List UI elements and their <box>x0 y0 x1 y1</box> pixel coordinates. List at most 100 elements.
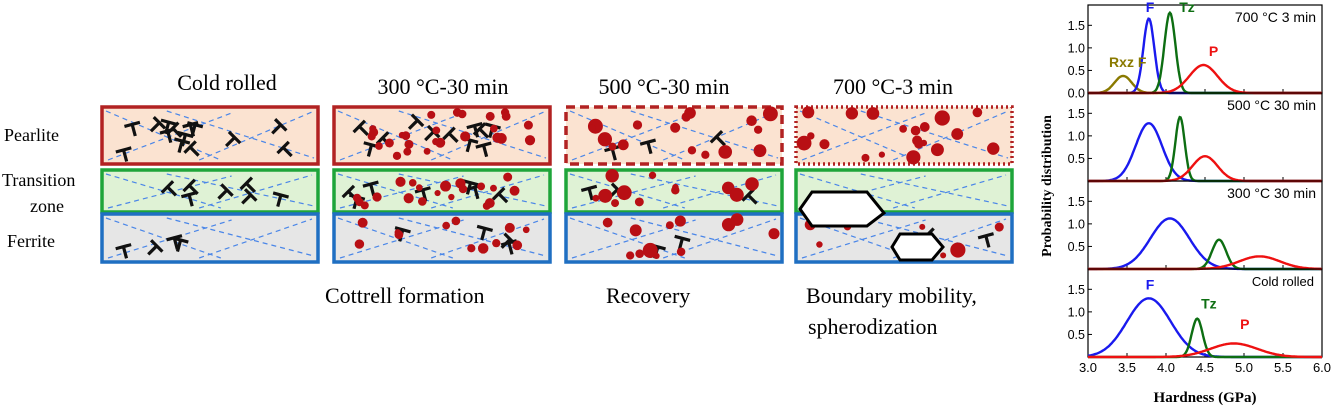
precipitate <box>354 239 365 249</box>
slip-line <box>398 217 547 257</box>
y-tick-label: 1.0 <box>1068 129 1085 143</box>
dislocation-symbol-0-0-8 <box>186 121 204 137</box>
x-tick-label: 4.0 <box>1157 360 1175 375</box>
precipitate <box>930 143 944 157</box>
slip-line <box>107 175 232 209</box>
precipitate <box>458 184 468 194</box>
slip-line <box>398 110 547 159</box>
precipitate <box>934 110 950 126</box>
dislocation-symbol-0-0-11 <box>115 146 132 162</box>
precipitate <box>616 185 632 201</box>
precipitate <box>608 142 617 151</box>
precipitate <box>384 138 394 148</box>
slip-line <box>398 173 547 207</box>
precipitate <box>912 135 923 146</box>
precipitate <box>501 111 511 121</box>
precipitate <box>495 133 507 144</box>
row-label-transition: Transition <box>2 170 75 190</box>
precipitate <box>671 186 680 195</box>
caption-cottrell: Cottrell formation <box>325 283 484 308</box>
dislocation-symbol-1-1-1 <box>491 186 509 204</box>
y-tick-label: 1.0 <box>1068 217 1085 231</box>
x-tick-label: 5.5 <box>1274 360 1292 375</box>
dislocation-symbol-0-0-9 <box>173 137 191 153</box>
series-label: P <box>1209 43 1218 59</box>
series-curve-f <box>1088 122 1322 183</box>
precipitate <box>415 184 423 191</box>
schematic-panel-4 <box>794 105 1014 264</box>
precipitate <box>432 126 441 135</box>
recrystallized-grain <box>798 190 887 228</box>
precipitate <box>745 177 759 191</box>
precipitate <box>768 228 780 240</box>
slip-line <box>105 173 221 209</box>
precipitate <box>807 132 815 140</box>
precipitate <box>687 146 697 155</box>
precipitate <box>632 120 643 130</box>
pearlite-layer <box>564 105 784 166</box>
caption-spherodization: spherodization <box>808 314 938 339</box>
panel-title-cold-rolled: Cold rolled <box>177 70 277 95</box>
precipitate <box>485 111 495 121</box>
slip-line <box>799 173 915 209</box>
precipitate <box>432 138 440 146</box>
panel-title-500c: 500 °C-30 min <box>598 74 729 99</box>
slip-line <box>337 217 453 259</box>
x-tick-label: 3.5 <box>1118 360 1136 375</box>
precipitate <box>375 142 383 150</box>
row-label-zone: zone <box>30 196 64 216</box>
dislocation-symbol-1-0-7 <box>442 126 459 143</box>
precipitate <box>403 193 414 204</box>
transition-boundary <box>100 168 320 214</box>
precipitate <box>452 108 462 117</box>
precipitate <box>629 224 642 237</box>
row-label-ferrite: Ferrite <box>7 231 55 251</box>
panel-title-700c: 700 °C-3 min <box>833 74 953 99</box>
dislocation-symbol-0-0-7 <box>271 118 288 135</box>
precipitate <box>394 229 401 236</box>
precipitate <box>504 222 515 233</box>
schematic-panel-1 <box>100 105 320 264</box>
ferrite-layer <box>332 212 552 264</box>
precipitate <box>762 106 778 122</box>
precipitate <box>442 221 451 230</box>
dislocation-symbol-1-1-6 <box>462 179 479 195</box>
y-tick-label: 1.0 <box>1068 305 1085 319</box>
precipitate <box>522 226 530 234</box>
precipitate <box>477 182 486 191</box>
dislocation-symbol-0-1-0 <box>180 190 198 207</box>
precipitate <box>972 107 983 118</box>
precipitate <box>845 107 859 120</box>
slip-line <box>663 174 777 209</box>
dislocation-symbol-1-0-1 <box>352 119 369 137</box>
precipitate <box>729 187 744 202</box>
caption-recovery: Recovery <box>606 283 690 308</box>
precipitate <box>597 132 613 147</box>
dislocation-symbol-0-0-1 <box>183 140 200 157</box>
slip-line <box>431 174 545 209</box>
precipitate <box>866 107 880 120</box>
dislocation-symbol-0-0-0 <box>276 140 293 158</box>
slip-line <box>860 110 1009 159</box>
transition-layer <box>332 168 552 214</box>
precipitate <box>676 247 686 257</box>
slip-line <box>801 219 926 259</box>
precipitate <box>670 122 681 133</box>
dislocation-symbol-1-0-10 <box>407 113 425 130</box>
slip-line <box>801 112 926 161</box>
pearlite-layer <box>794 105 1014 166</box>
precipitate <box>951 128 964 140</box>
slip-line <box>860 173 1009 207</box>
precipitate <box>605 169 619 183</box>
hardness-distribution-chart: Probability distribution0.00.51.01.5Rxz … <box>1040 0 1331 406</box>
precipitate <box>448 193 455 201</box>
dislocation-symbol-1-0-6 <box>472 122 490 139</box>
precipitate <box>423 147 431 155</box>
dislocation-symbol-2-1-0 <box>741 188 758 205</box>
series-label: F <box>1146 0 1155 15</box>
slip-line <box>630 173 779 207</box>
slip-line <box>166 217 315 257</box>
series-label: Tz <box>1179 0 1195 15</box>
precipitate <box>372 192 382 202</box>
